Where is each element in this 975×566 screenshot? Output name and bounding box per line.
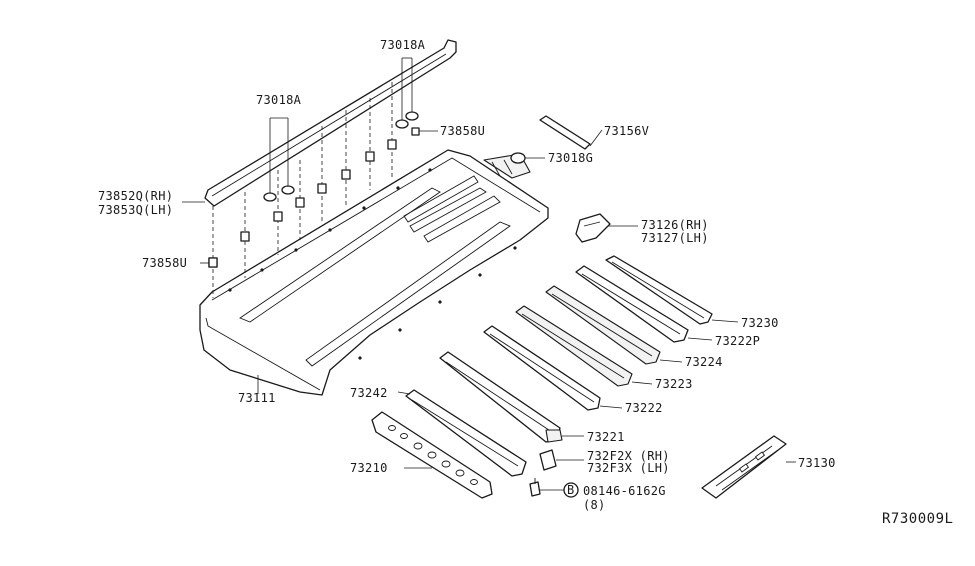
bow-73223 [515,305,653,387]
label-73018a-top: 73018A [380,38,426,52]
bow-73224 [545,285,683,365]
label-bolt-symbol: B [567,483,575,497]
label-73221: 73221 [587,430,625,444]
label-73222p: 73222P [715,334,760,348]
bow-73222p [575,265,713,343]
label-73852q: 73852Q(RH) [98,189,173,203]
clip-73858u-top [411,127,438,136]
bow-73221 [439,351,584,443]
clip-73018a-group [263,57,419,202]
roof-panel-73111 [199,149,549,396]
header-73210 [371,411,493,499]
clip-73858u-left [200,257,218,268]
bracket-73126 [575,213,638,243]
roof-moulding-73852q [204,39,457,207]
callout-leaders [182,201,259,394]
label-73224: 73224 [685,355,723,369]
clip-drop-lines [212,82,393,298]
bolt-08146 [529,478,579,498]
label-73230: 73230 [741,316,779,330]
label-73111: 73111 [238,391,276,405]
label-73018a-mid: 73018A [256,93,302,107]
bolt-b-symbol [563,482,579,498]
label-73210: 73210 [350,461,388,475]
label-73223: 73223 [655,377,693,391]
label-73127: 73127(LH) [641,231,709,245]
label-73242: 73242 [350,386,388,400]
bow-73242 [397,389,527,477]
label-08146: 08146-6162G [583,484,666,498]
label-73018g: 73018G [548,151,593,165]
label-73222: 73222 [625,401,663,415]
label-732f2x: 732F2X (RH) [587,449,670,463]
diagram-reference: R730009L [882,511,953,527]
strip-73156v [539,115,603,150]
label-bolt-qty: (8) [583,498,606,512]
clip-73018g [510,152,545,164]
bracket-732f2x [539,449,584,471]
label-73156v: 73156V [604,124,649,138]
label-73130: 73130 [798,456,836,470]
label-732f3x: 732F3X (LH) [587,461,670,475]
reinforcement-73130 [701,435,796,499]
label-73853q: 73853Q(LH) [98,203,173,217]
bow-73230 [605,255,739,325]
label-73858u-top: 73858U [440,124,485,138]
label-73126: 73126(RH) [641,218,709,232]
bow-73222 [483,325,623,411]
label-73858u-left: 73858U [142,256,187,270]
